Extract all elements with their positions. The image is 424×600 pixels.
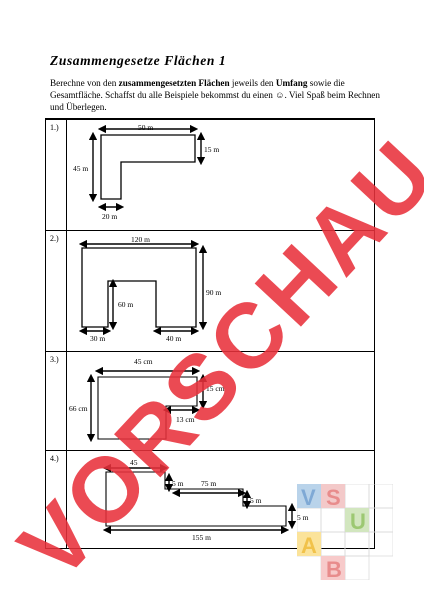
dim-label: 15 cm — [206, 384, 225, 393]
dim-label: 5 m — [250, 496, 262, 505]
figure-4: 45 5 m 75 m 5 m 5 m 155 m — [102, 458, 309, 542]
dim-label: 40 m — [166, 334, 181, 343]
task-table: 1.) 50 m 15 m 45 m 20 m 2.) 120 m 9 — [45, 118, 375, 549]
task-number: 1.) — [50, 123, 59, 132]
logo-letter: U — [350, 509, 366, 534]
dim-label: 30 m — [90, 334, 105, 343]
figure-1: 50 m 15 m 45 m 20 m — [73, 123, 219, 221]
dim-label: 5 m — [297, 513, 309, 522]
number-column-divider — [66, 119, 67, 548]
dim-label: 75 m — [201, 479, 216, 488]
task-row-4: 4.) 45 5 m 75 m 5 m 5 m 155 m — [46, 450, 374, 550]
figure-2: 120 m 90 m 60 m 30 m 40 m — [78, 235, 221, 343]
task-row-3: 3.) 45 cm 15 cm 66 cm 13 cm — [46, 351, 374, 451]
logo-letter: S — [326, 485, 341, 510]
dim-label: 45 — [130, 458, 138, 467]
dim-label: 50 m — [138, 123, 153, 132]
logo-letter: V — [301, 485, 316, 510]
task-number: 3.) — [50, 355, 59, 364]
dim-label: 90 m — [206, 288, 221, 297]
page-title: Zusammengesetze Flächen 1 — [50, 53, 227, 68]
intro-bold-term: zusammengesetzten Flächen — [118, 78, 230, 88]
intro-bold-term: Umfang — [275, 78, 308, 88]
task-row-2: 2.) 120 m 90 m 60 m 30 m 40 m — [46, 230, 374, 352]
dim-label: 45 m — [73, 164, 88, 173]
dim-label: 15 m — [204, 145, 219, 154]
dim-label: 45 cm — [134, 357, 153, 366]
dim-label: 120 m — [131, 235, 150, 244]
figure-3: 45 cm 15 cm 66 cm 13 cm — [69, 357, 225, 443]
task-number: 4.) — [50, 454, 59, 463]
task-row-1: 1.) 50 m 15 m 45 m 20 m — [46, 119, 374, 231]
dim-label: 20 m — [102, 212, 117, 221]
intro-text: Berechne von den zusammengesetzten Fläch… — [50, 77, 380, 113]
vsaub-logo: V S A U B — [297, 484, 393, 580]
dim-label: 13 cm — [176, 415, 195, 424]
logo-letter: B — [326, 557, 342, 580]
dim-label: 5 m — [172, 479, 184, 488]
task-number: 2.) — [50, 234, 59, 243]
dim-label: 66 cm — [69, 404, 88, 413]
intro-part: Berechne von den — [50, 78, 119, 88]
dim-label: 60 m — [118, 300, 133, 309]
intro-part: sowie die Gesamtfläche. Schaffst du alle… — [50, 78, 380, 112]
logo-letter: A — [301, 533, 317, 558]
dim-label: 155 m — [192, 533, 211, 542]
intro-part: jeweils den — [229, 78, 276, 88]
